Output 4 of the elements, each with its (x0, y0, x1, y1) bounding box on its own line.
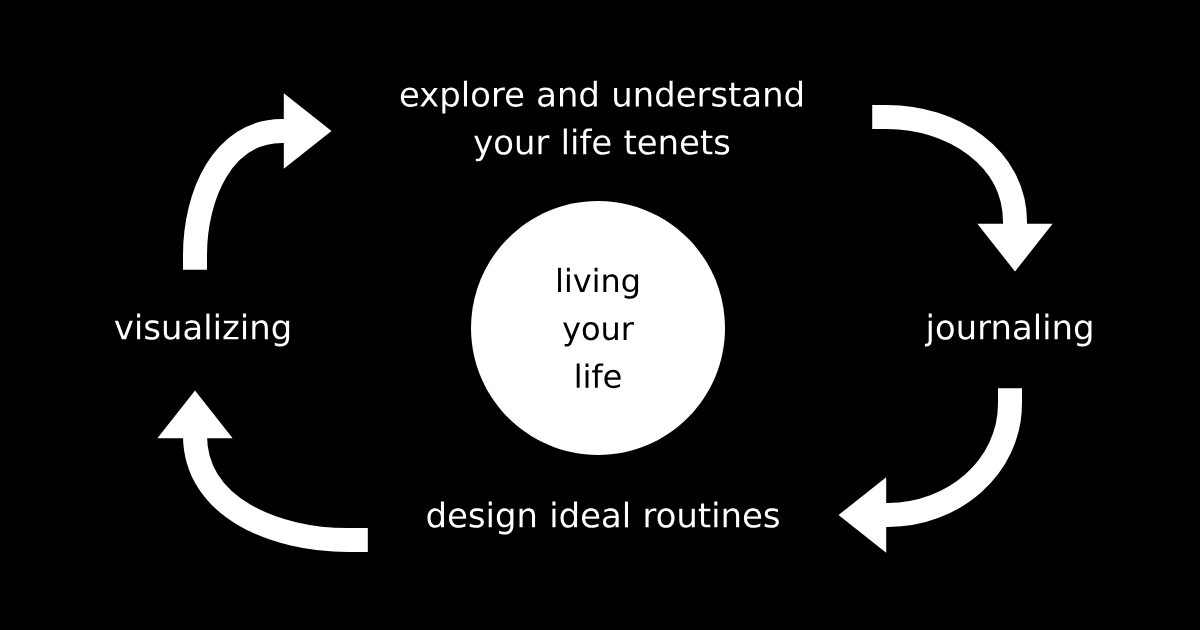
step-label: visualizing (114, 313, 290, 347)
step-label: explore and understand your life tenets (400, 80, 803, 162)
step-label: journaling (924, 313, 1092, 347)
step-label: design ideal routines (427, 501, 779, 535)
